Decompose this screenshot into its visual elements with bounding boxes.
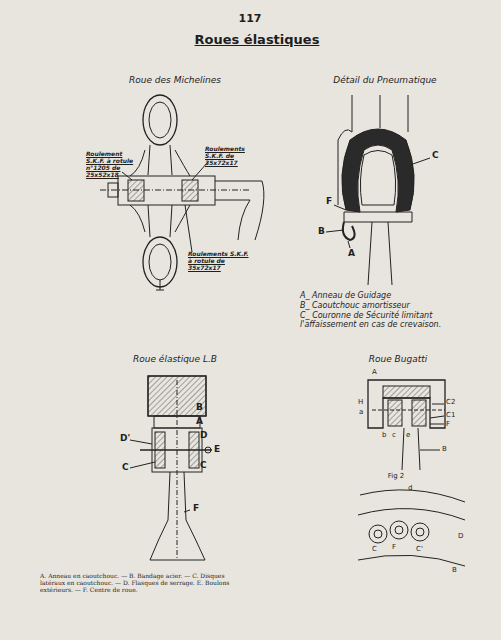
label: C (200, 460, 207, 470)
label: F (392, 543, 396, 551)
micheline-wheel (100, 95, 264, 290)
label: A (196, 416, 203, 426)
lb-wheel (130, 376, 212, 560)
tire-detail (326, 95, 430, 285)
label: 117 (239, 12, 262, 25)
page-title: Roues élastiques (195, 32, 320, 47)
label: Roue Bugatti (369, 354, 428, 364)
label: b (382, 431, 386, 439)
label: A_ Anneau de Guidage (300, 291, 391, 300)
label: B (196, 402, 203, 412)
bugatti-wheel (358, 380, 465, 566)
label: Roue des Michelines (129, 75, 221, 85)
label: F (446, 420, 450, 428)
label: A (348, 248, 355, 258)
label: D (458, 532, 463, 540)
label: Détail du Pneumatique (333, 75, 436, 85)
label: C (372, 545, 377, 553)
label: Roulements S.K.F. de 35x72x17 (205, 145, 265, 166)
label: B (452, 566, 457, 574)
label: D' (120, 433, 130, 443)
label: B_ Caoutchouc amortisseur (300, 301, 410, 310)
label: Fig 2 (388, 472, 405, 480)
label: B (442, 445, 447, 453)
label: C_ Couronne de Sécurité limitant l'affai… (300, 311, 460, 329)
label: B (318, 226, 325, 236)
label: C (432, 150, 439, 160)
label: E (214, 444, 220, 454)
label: e (406, 431, 410, 439)
label: C (122, 462, 129, 472)
label: F (326, 196, 332, 206)
label: c (392, 431, 396, 439)
label: F (193, 503, 199, 513)
label: D (200, 430, 207, 440)
label: C1 (446, 411, 455, 419)
figure-caption: A. Anneau en caoutchouc. — B. Bandage ac… (40, 572, 240, 593)
label: H (358, 398, 363, 406)
label: A (372, 368, 377, 376)
label: a (359, 408, 363, 416)
label: C2 (446, 398, 455, 406)
label: C' (416, 545, 423, 553)
label: Roue élastique L.B (133, 354, 217, 364)
label: d (408, 484, 412, 492)
label: Roulements S.K.F. à rotule de 35x72x17 (188, 250, 254, 271)
label: Roulement S.K.F. à rotule n°1205 de 25x5… (86, 150, 138, 178)
